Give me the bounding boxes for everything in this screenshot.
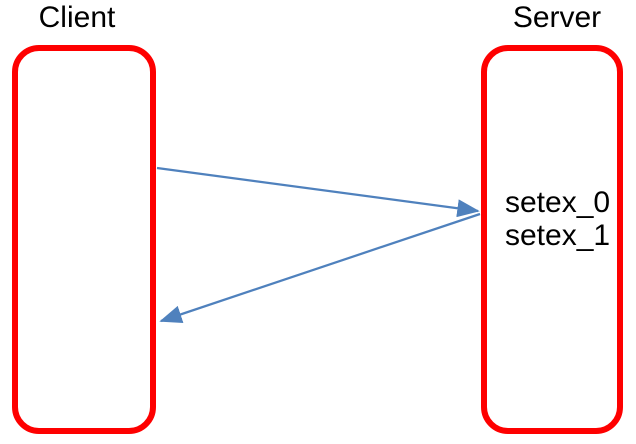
- arrow-server-to-client: [159, 212, 481, 323]
- server-content-line-2: setex_1: [505, 219, 611, 252]
- server-box-content: setex_0 setex_1: [505, 186, 610, 252]
- client-node-label: Client: [38, 1, 116, 34]
- server-node-label: Server: [512, 1, 602, 34]
- server-content-line-1: setex_0: [505, 186, 611, 219]
- server-node-box: [481, 45, 623, 434]
- client-node-box: [12, 45, 156, 434]
- arrow-client-to-server: [156, 166, 480, 218]
